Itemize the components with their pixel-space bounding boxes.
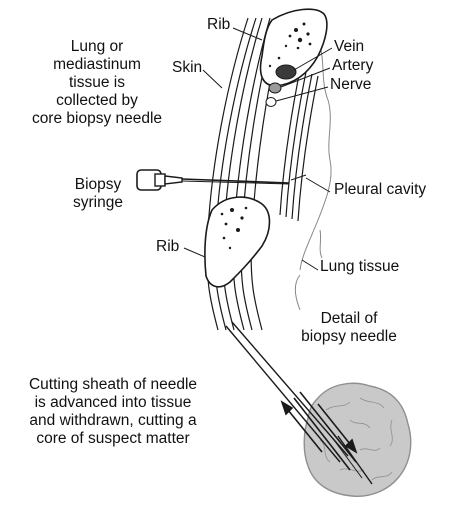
rib-bottom xyxy=(205,197,270,287)
artery-label: Artery xyxy=(332,57,373,75)
biopsy-syringe-label: Biopsy syringe xyxy=(58,176,138,212)
pleural-cavity-label: Pleural cavity xyxy=(334,181,426,199)
vein-label: Vein xyxy=(334,38,364,56)
intro-text: Lung or mediastinum tissue is collected … xyxy=(18,38,176,128)
artery-shape xyxy=(269,83,281,93)
lung-tissue-label: Lung tissue xyxy=(320,258,399,276)
rib-bottom-label: Rib xyxy=(156,238,179,256)
nerve-shape xyxy=(266,98,276,107)
rib-top-label: Rib xyxy=(207,16,230,34)
vein-shape xyxy=(276,65,296,79)
cutting-sheath-text: Cutting sheath of needle is advanced int… xyxy=(4,376,222,448)
nerve-label: Nerve xyxy=(330,76,371,94)
detail-label: Detail of biopsy needle xyxy=(283,310,415,346)
tissue-sample xyxy=(304,383,411,496)
skin-label: Skin xyxy=(172,59,202,77)
